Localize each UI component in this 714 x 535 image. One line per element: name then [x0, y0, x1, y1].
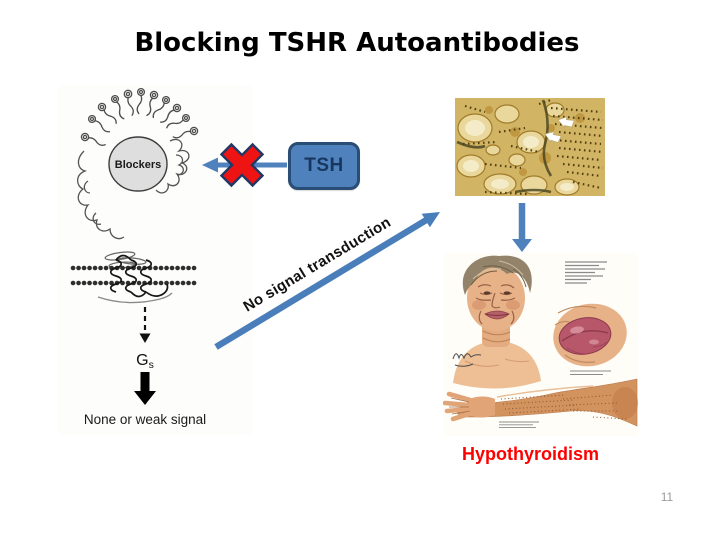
macroglossia-illustration [553, 303, 627, 367]
tsh-box: TSH [288, 142, 360, 190]
annotation-text-lines-hand [499, 421, 539, 429]
ectodomain-chain-left [76, 150, 125, 240]
artist-signature [452, 353, 482, 367]
transmembrane-helices [109, 254, 169, 298]
weak-signal-dashed-arrow [139, 307, 151, 343]
histology-to-patient-arrow [512, 203, 532, 252]
patient-face [467, 265, 525, 331]
annotation-text-lines-top [565, 261, 607, 284]
stroma-streaks [456, 99, 553, 194]
hypothyroidism-caption: Hypothyroidism [461, 444, 599, 464]
block-arrow-down [134, 372, 156, 405]
annotation-arrows [544, 116, 575, 144]
thyroid-histology-image [455, 98, 605, 196]
tsh-label: TSH [304, 155, 344, 176]
annotation-text-lines-tongue [570, 370, 611, 375]
no-signal-arrow [214, 212, 440, 350]
c-terminal-tail [97, 292, 173, 304]
page-title: Blocking TSHR Autoantibodies [134, 28, 580, 58]
blockers-circle [108, 136, 168, 192]
g-protein-label: Gs [136, 352, 154, 371]
ectodomain-squiggle-right [155, 138, 190, 194]
patient-hair [462, 255, 532, 295]
stain-blobs [485, 106, 585, 176]
blocked-tsh-receptor-diagram: Blockers [58, 85, 253, 435]
blockers-label: Blockers [115, 159, 161, 171]
follicle-colloid [463, 120, 574, 191]
patient-arm-illustration [443, 378, 638, 427]
blocked-cross-icon [219, 142, 265, 188]
dry-skin-texture [500, 394, 628, 420]
cell-membrane [70, 265, 201, 286]
weak-signal-caption: None or weak signal [84, 412, 206, 427]
page-number: 11 [660, 490, 674, 504]
antibody-scribbles [80, 87, 199, 146]
hypothyroidism-patient-illustration [443, 253, 638, 436]
